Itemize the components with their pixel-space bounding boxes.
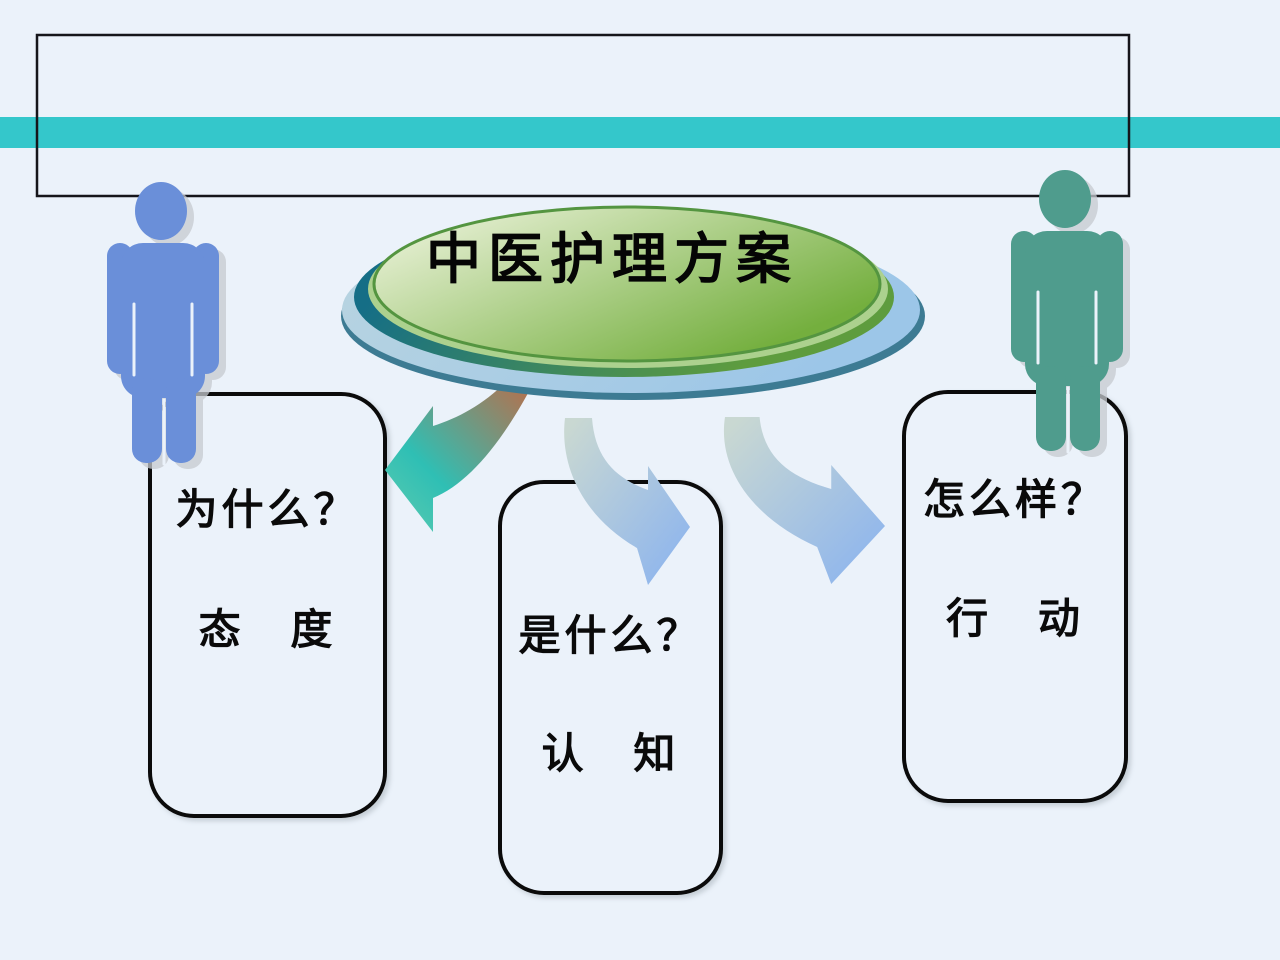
topic-title: 中医护理方案 xyxy=(425,228,798,290)
card-what: 是什么？ 认 知 xyxy=(498,480,723,895)
card-what-answer: 认 知 xyxy=(541,730,680,777)
header-frame xyxy=(35,33,1131,198)
card-why-answer: 态 度 xyxy=(198,606,337,653)
card-how: 怎么样？ 行 动 xyxy=(902,390,1128,803)
card-why-question: 为什么？ xyxy=(175,486,360,533)
card-how-question: 怎么样？ xyxy=(922,476,1107,523)
card-how-answer: 行 动 xyxy=(946,595,1084,642)
card-what-question: 是什么？ xyxy=(518,612,703,659)
arrow-to-how xyxy=(723,417,885,584)
accent-bar xyxy=(0,117,1280,148)
card-why: 为什么？ 态 度 xyxy=(148,392,387,818)
